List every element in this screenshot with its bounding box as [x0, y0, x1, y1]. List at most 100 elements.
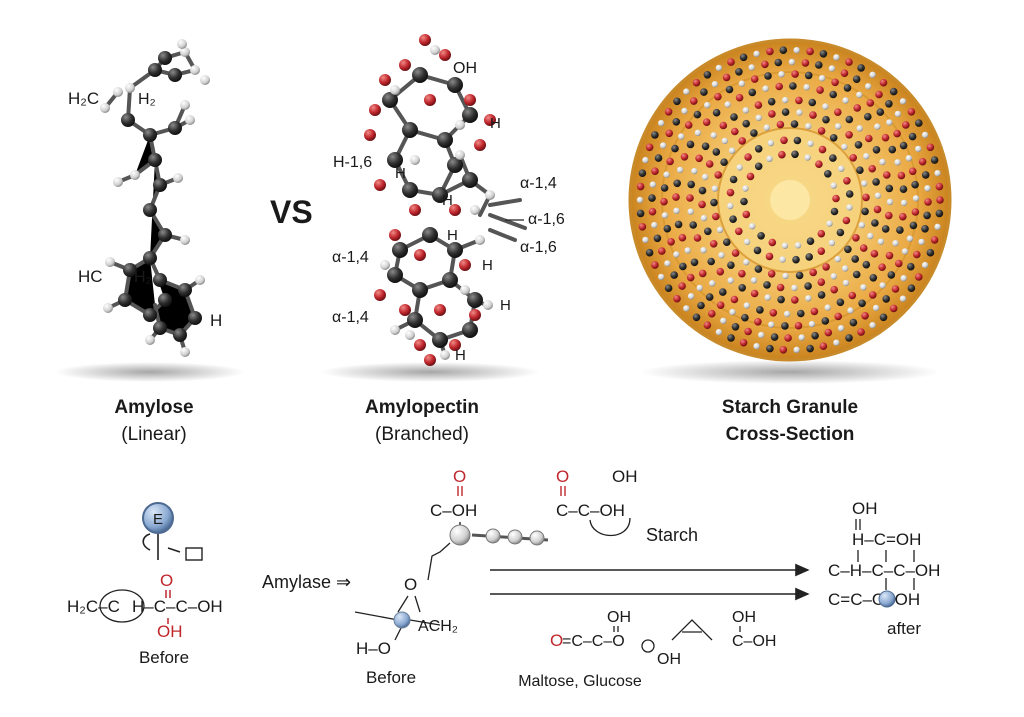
- granule-bead: [842, 265, 849, 272]
- granule-bead: [793, 346, 800, 353]
- amylopectin-atom: [414, 339, 426, 351]
- granule-bead: [724, 101, 731, 108]
- granule-bead: [921, 131, 929, 139]
- granule-bead: [763, 124, 770, 131]
- amylose-atom: [195, 275, 205, 285]
- granule-bead: [764, 294, 771, 301]
- granule-bead: [930, 156, 939, 164]
- granule-bead: [674, 220, 683, 229]
- granule-bead: [767, 139, 774, 147]
- amylose-atom: [158, 51, 172, 65]
- granule-bead: [909, 221, 918, 230]
- granule-bead: [924, 185, 931, 192]
- amylopectin-atom-label: H: [482, 257, 493, 274]
- granule-bead: [842, 97, 849, 104]
- amylopectin-atom: [374, 179, 386, 191]
- granule-bead: [763, 281, 771, 289]
- granule-bead: [852, 270, 861, 279]
- granule-bead: [700, 88, 708, 96]
- granule-bead: [664, 260, 671, 267]
- product-ring: [641, 639, 655, 653]
- amylose-atom: [145, 335, 155, 345]
- amylopectin-atom: [434, 304, 446, 316]
- amylose-atom: [190, 65, 200, 75]
- amylopectin-atom: [437, 132, 453, 148]
- bond-label: α-1,4: [332, 309, 369, 326]
- granule-bead: [830, 285, 838, 294]
- granule-bead: [710, 132, 717, 139]
- amylose-atom: [158, 293, 172, 307]
- granule-bead: [885, 211, 893, 220]
- amylose-atoms: [100, 39, 210, 357]
- chain-link: [427, 542, 451, 581]
- granule-bead: [824, 304, 831, 311]
- granule-bead: [710, 198, 718, 207]
- mid-c-c-oh: C–C–OH: [556, 501, 625, 520]
- granule-bead: [753, 343, 760, 350]
- granule-bead: [791, 150, 799, 159]
- granule-bead: [818, 75, 826, 82]
- granule-bead: [743, 259, 750, 266]
- granule-bead: [711, 81, 719, 88]
- granule-bead: [881, 225, 890, 233]
- granule-bead: [856, 166, 864, 174]
- granule-bead: [806, 237, 815, 245]
- granule-bead: [834, 123, 842, 130]
- granule-bead: [664, 108, 673, 116]
- granule-bead: [678, 282, 686, 290]
- granule-bead: [882, 295, 890, 303]
- granule-bead: [915, 119, 923, 127]
- granule-bead: [703, 321, 712, 330]
- granule-bead: [750, 129, 758, 137]
- mid-oh: OH: [612, 467, 638, 486]
- amylopectin-atom: [439, 49, 451, 61]
- granule-bead: [664, 284, 673, 293]
- granule-bead: [756, 306, 764, 314]
- granule-bead: [908, 132, 917, 141]
- granule-bead: [822, 263, 830, 271]
- amylopectin-atom: [382, 92, 398, 108]
- substrate-icon: [185, 547, 203, 561]
- granule-bead: [849, 318, 858, 327]
- granule-bead: [883, 171, 891, 179]
- granule-bead: [676, 166, 684, 174]
- granule-bead: [894, 159, 901, 166]
- granule-bead: [852, 75, 861, 83]
- amylose-atom: [200, 75, 210, 85]
- granule-bead: [899, 141, 908, 150]
- granule-bead: [872, 178, 880, 186]
- amylopectin-atom: [387, 267, 403, 283]
- granule-bead: [912, 195, 920, 202]
- amylose-atom: [103, 303, 113, 313]
- granule-bead: [755, 114, 762, 122]
- granule-bead: [750, 277, 758, 284]
- granule-bead: [808, 320, 816, 328]
- granule-bead: [935, 182, 944, 191]
- granule-bead: [753, 246, 762, 255]
- granule-bead: [811, 331, 819, 340]
- amylopectin-atom-label: H: [395, 165, 406, 182]
- granule-bead: [704, 101, 711, 109]
- amylose-atom: [148, 153, 162, 167]
- granule-bead: [672, 193, 680, 201]
- granule-bead: [767, 97, 776, 106]
- granule-bead: [735, 93, 744, 102]
- granule-bead: [714, 92, 722, 101]
- mid-bottom-ach2: ACH₂: [418, 618, 458, 635]
- granule-bead: [906, 235, 914, 242]
- amylopectin-atom: [440, 350, 450, 360]
- amylose-title: Amylose: [114, 397, 193, 418]
- granule-bead: [833, 339, 840, 346]
- granule-bead: [727, 58, 735, 66]
- bond-label: α-1,4: [520, 175, 557, 192]
- amylose-shadow: [55, 362, 245, 382]
- granule-bead: [711, 185, 719, 192]
- mid-bottom-caption: Before: [366, 668, 416, 687]
- granule-bead: [810, 307, 819, 316]
- granule-bead: [761, 60, 769, 69]
- granule-bead: [817, 291, 826, 299]
- granule-bead: [869, 71, 876, 79]
- granule-bead: [806, 47, 814, 56]
- granule-bead: [872, 146, 881, 154]
- amylopectin-atom: [469, 309, 481, 321]
